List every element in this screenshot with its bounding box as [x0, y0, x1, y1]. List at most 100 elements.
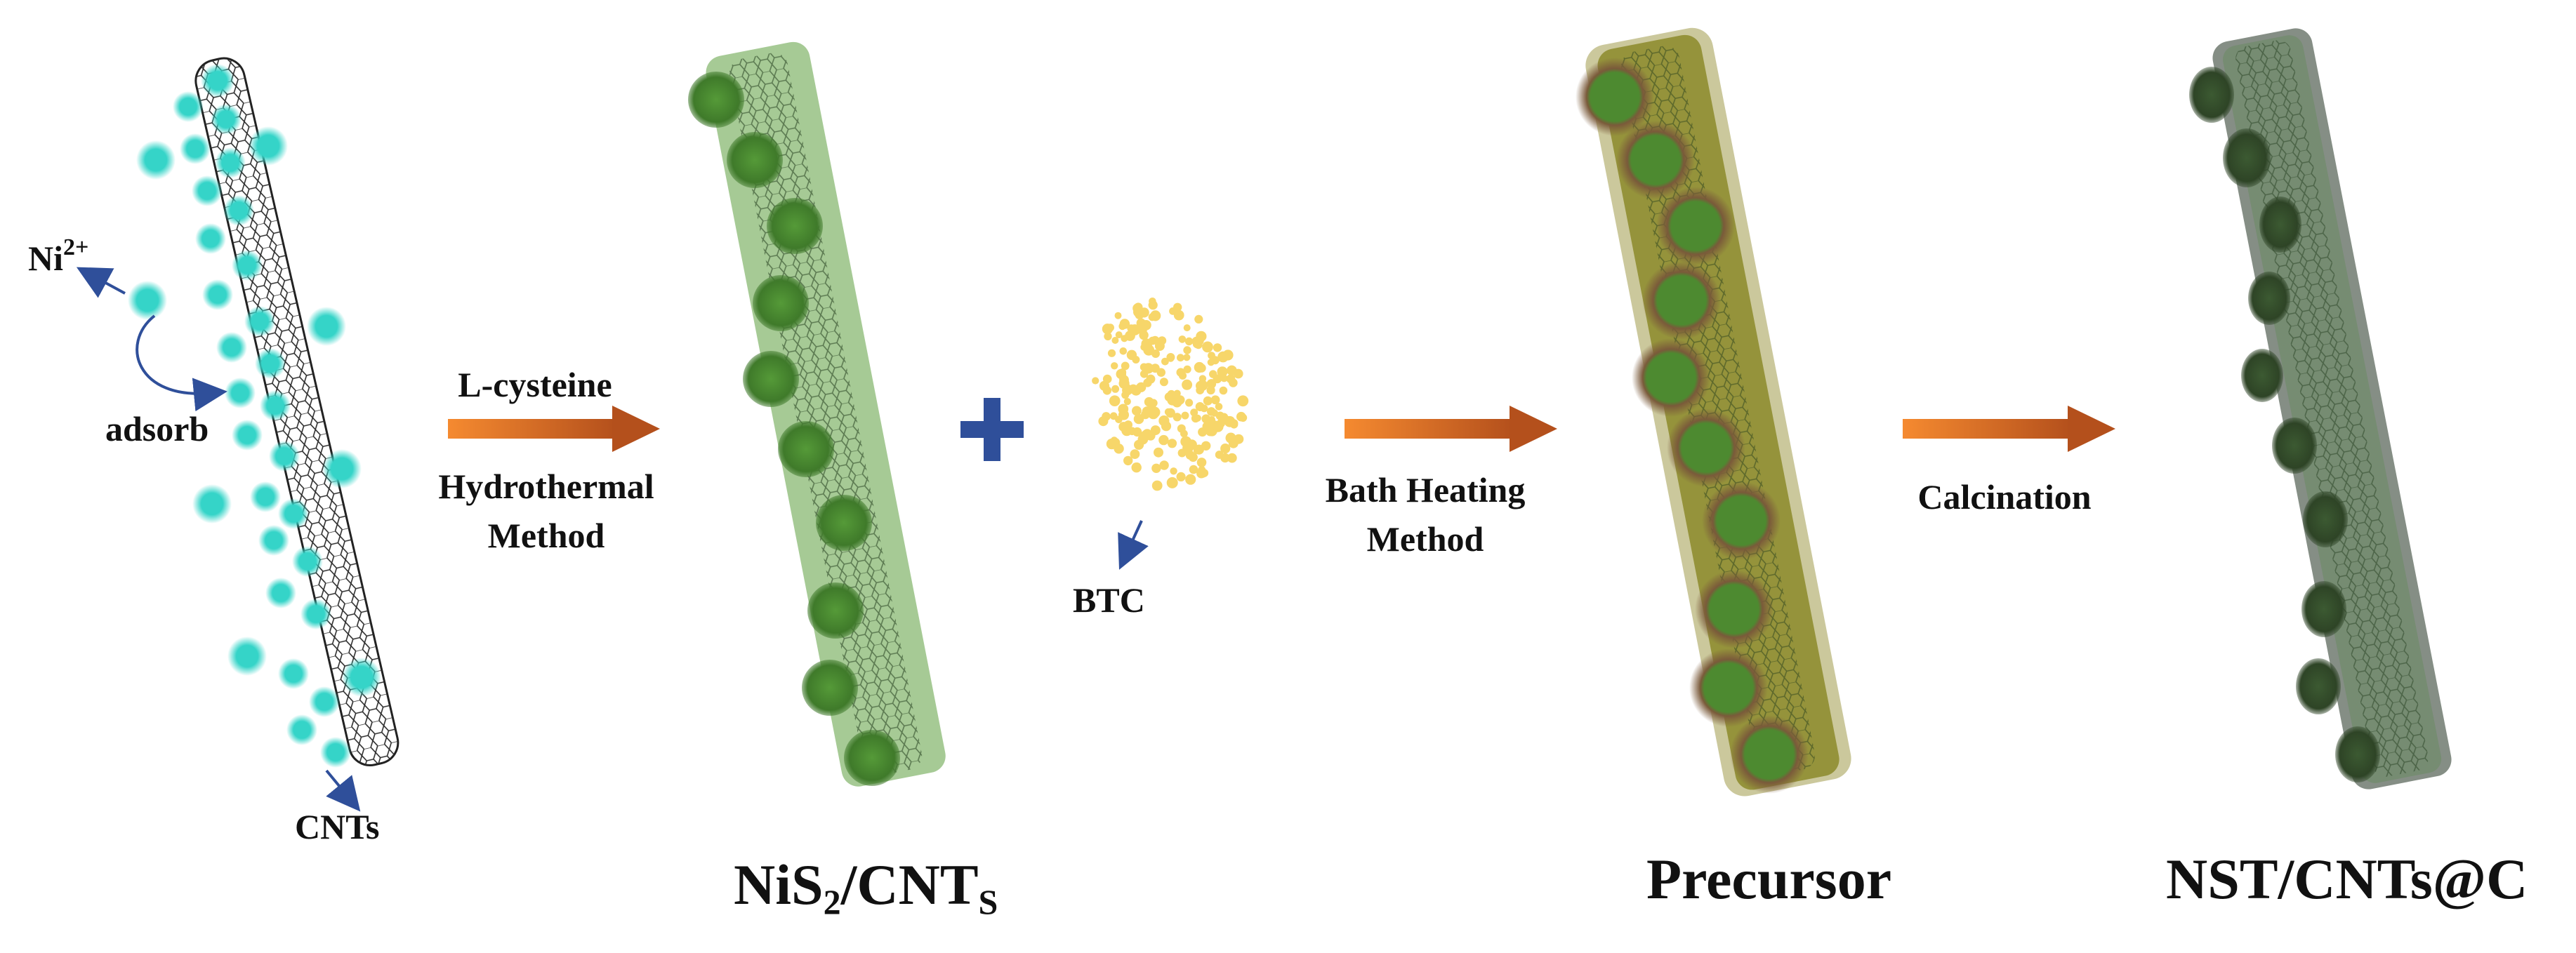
btc-dot [1173, 413, 1182, 422]
btc-dot [1215, 451, 1224, 459]
ni-pointer-arrow-icon [76, 267, 126, 298]
btc-dot [1132, 427, 1142, 437]
btc-pointer-arrow-icon [1118, 520, 1149, 570]
method-label-2: Method [1367, 519, 1484, 559]
adsorb-label: adsorb [105, 409, 209, 448]
btc-dot [1141, 320, 1151, 331]
plus-icon [960, 398, 1024, 461]
adsorb-curved-arrow-icon [136, 314, 227, 412]
btc-dot [1213, 374, 1222, 384]
l-cysteine-label: L-cysteine [458, 365, 612, 404]
btc-dot [1140, 343, 1148, 351]
btc-dot [1194, 361, 1205, 373]
btc-dot [1121, 361, 1130, 371]
btc-dot [1139, 307, 1149, 318]
btc-dot [1194, 314, 1203, 324]
arrow-right-icon [448, 406, 660, 452]
btc-dot [1159, 378, 1168, 387]
btc-dot [1185, 399, 1194, 407]
btc-dot [1173, 309, 1184, 321]
btc-dot [1177, 354, 1184, 362]
btc-dot [1158, 434, 1169, 446]
btc-dot [1229, 378, 1238, 387]
arrow-right-icon [1345, 406, 1557, 452]
btc-dot [1185, 474, 1196, 485]
btc-dot [1154, 447, 1163, 458]
btc-dot [1121, 335, 1128, 342]
btc-dot [1215, 403, 1223, 411]
btc-dot [1151, 349, 1160, 358]
btc-dot [1149, 406, 1161, 418]
cnts-label: CNTs [295, 807, 379, 846]
btc-dot [1228, 438, 1239, 448]
btc-dot [1208, 352, 1215, 359]
btc-dot [1118, 404, 1129, 415]
nis2-particles [688, 72, 900, 786]
btc-dot [1110, 436, 1118, 444]
btc-dot [1227, 453, 1237, 463]
btc-dot [1111, 337, 1119, 344]
btc-dot [1239, 413, 1248, 422]
btc-dot [1210, 395, 1220, 405]
btc-dot [1220, 444, 1231, 454]
btc-dot [1161, 421, 1172, 432]
btc-dot [1123, 384, 1132, 392]
btc-dot [1119, 319, 1130, 329]
btc-dot [1189, 465, 1198, 474]
btc-dot [1132, 406, 1142, 416]
btc-dot [1109, 395, 1121, 406]
btc-dot [1151, 463, 1161, 473]
btc-dot [1178, 371, 1187, 380]
btc-dot [1156, 368, 1166, 377]
btc-dot [1196, 380, 1208, 391]
btc-dot [1130, 385, 1142, 396]
stage-precursor: Precursor [1576, 27, 1891, 911]
stage-nis2-cnts: NiS2/CNTS [688, 41, 998, 921]
btc-dot [1220, 374, 1228, 382]
btc-dot [1183, 324, 1191, 332]
btc-dot [1178, 335, 1187, 343]
btc-dot [1161, 357, 1169, 366]
btc-dot [1123, 455, 1133, 466]
btc-dot [1114, 312, 1122, 319]
btc-dot [1151, 480, 1163, 491]
btc-dot [1092, 377, 1099, 385]
btc-dot [1182, 379, 1193, 390]
btc-dot [1183, 365, 1191, 373]
btc-dot [1137, 434, 1149, 445]
btc-dot [1118, 422, 1129, 432]
btc-dot [1148, 336, 1157, 345]
btc-dot [1172, 397, 1182, 408]
hydrothermal-label: Hydrothermal [438, 467, 654, 506]
btc-dot [1233, 368, 1243, 379]
btc-dot [1213, 343, 1222, 352]
btc-dot [1196, 458, 1207, 467]
btc-dot [1182, 442, 1194, 454]
btc-dot [1118, 368, 1127, 376]
btc-dot [1176, 472, 1186, 482]
final-particles [2189, 67, 2380, 782]
bath-heating-label: Bath Heating [1326, 470, 1526, 509]
btc-dot [1150, 310, 1161, 321]
btc-dot [1106, 324, 1114, 332]
btc-dot [1167, 439, 1177, 448]
btc-dot [1133, 413, 1144, 425]
btc-dot [1114, 444, 1124, 454]
btc-dot [1164, 408, 1173, 416]
btc-dot [1109, 412, 1118, 420]
btc-cluster [1092, 298, 1249, 491]
btc-dot [1203, 396, 1213, 406]
step-bath-heating: Bath Heating Method [1326, 406, 1557, 559]
calcination-label: Calcination [1917, 477, 2091, 517]
stage-cnt-ni: Ni2+ adsorb CNTs [28, 57, 399, 846]
btc-dot [1184, 337, 1194, 346]
btc-dot [1123, 398, 1131, 406]
btc-dot [1131, 462, 1142, 473]
btc-dot [1173, 302, 1182, 312]
btc-dot [1130, 449, 1140, 459]
btc-dot [1146, 431, 1156, 441]
nis2-cnts-label: NiS2/CNTS [734, 853, 998, 921]
btc-dot [1166, 476, 1178, 488]
btc-dot [1237, 395, 1249, 407]
